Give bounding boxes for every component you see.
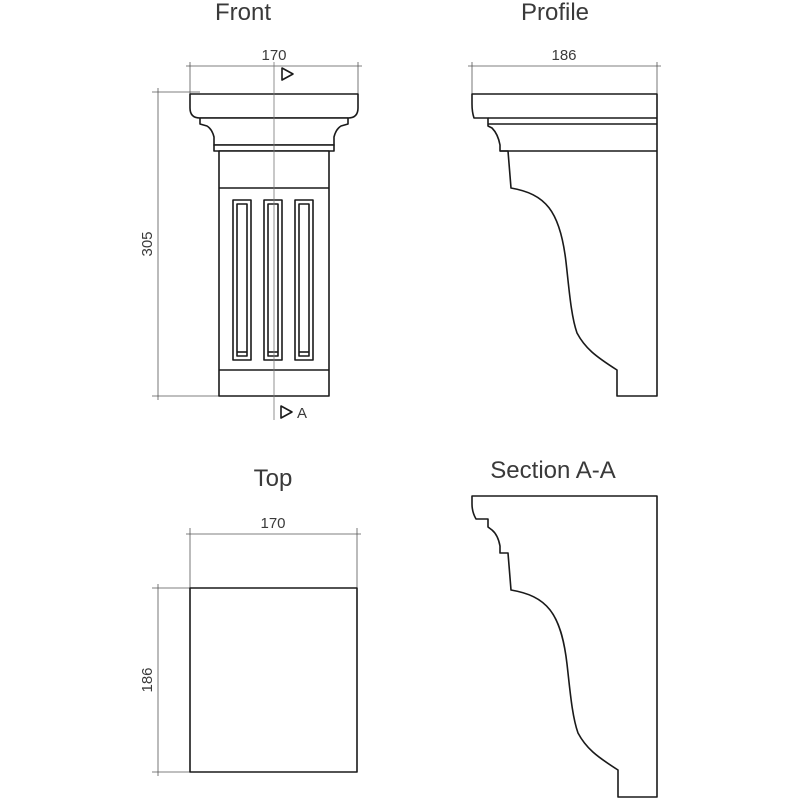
front-height-dimension: 305: [139, 88, 220, 400]
top-view: Top 170 186: [139, 465, 361, 776]
front-title: Front: [215, 0, 271, 26]
front-flutes: [232, 199, 314, 361]
top-width-dimension: 170: [186, 515, 361, 588]
profile-width-dimension: 186: [468, 47, 661, 95]
front-view: Front 170 305: [139, 0, 362, 422]
profile-view: Profile 186: [468, 0, 661, 397]
top-title: Top: [254, 465, 293, 492]
section-arrow-bottom: [280, 405, 293, 419]
profile-width-label: 186: [551, 47, 576, 64]
top-height-dimension: 186: [139, 584, 196, 776]
front-height-label: 305: [139, 231, 156, 256]
profile-outline: [471, 93, 658, 397]
top-width-label: 170: [260, 515, 285, 532]
front-width-label: 170: [261, 47, 286, 64]
section-marker-label: A: [297, 405, 307, 422]
top-height-label: 186: [139, 667, 156, 692]
section-outline: [471, 495, 658, 798]
top-outline: [189, 587, 358, 773]
profile-title: Profile: [521, 0, 589, 26]
section-title: Section A-A: [490, 457, 615, 484]
section-arrow-top: [281, 67, 294, 81]
section-view: Section A-A: [471, 457, 658, 798]
